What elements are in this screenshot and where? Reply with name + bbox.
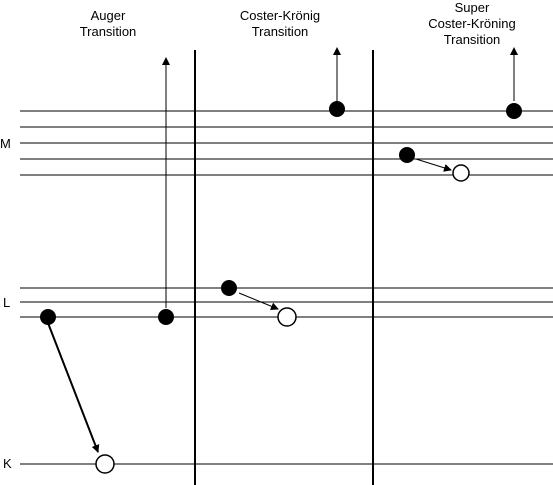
auger-drop-arrow	[47, 322, 100, 453]
super-coster-kroning-filled-electron-m	[399, 147, 415, 163]
auger-title: Auger Transition	[58, 8, 158, 40]
shell-label-k: K	[3, 456, 12, 471]
auger-title-line-2: Transition	[79, 24, 137, 39]
coster-kronig-filled-electron-l	[221, 280, 237, 296]
super-coster-kroning-title-line-2: Coster-Kröning	[428, 16, 516, 31]
coster-kronig-title: Coster-Krönig Transition	[220, 8, 340, 40]
coster-kronig-drop-arrow	[238, 292, 279, 311]
coster-kronig-title-line-1: Coster-Krönig	[239, 8, 321, 23]
super-coster-kroning-filled-electron-m-ejected	[506, 103, 522, 119]
super-coster-kroning-drop-arrow	[415, 158, 452, 172]
shell-label-m: M	[0, 136, 11, 151]
super-coster-kroning-title-line-3: Transition	[443, 32, 501, 47]
coster-kronig-title-line-2: Transition	[251, 24, 309, 39]
super-coster-kroning-vacancy-m	[452, 164, 470, 182]
coster-kronig-filled-electron-m	[329, 101, 345, 117]
super-coster-kroning-title: Super Coster-Kröning Transition	[412, 0, 532, 48]
auger-filled-electron-l-ejected	[158, 309, 174, 325]
super-coster-kroning-title-line-1: Super	[454, 0, 490, 15]
shell-label-l: L	[3, 295, 11, 310]
auger-filled-electron-l	[40, 309, 56, 325]
auger-vacancy-k	[95, 454, 115, 474]
auger-title-line-1: Auger	[90, 8, 126, 23]
coster-kronig-vacancy-l	[277, 307, 297, 327]
